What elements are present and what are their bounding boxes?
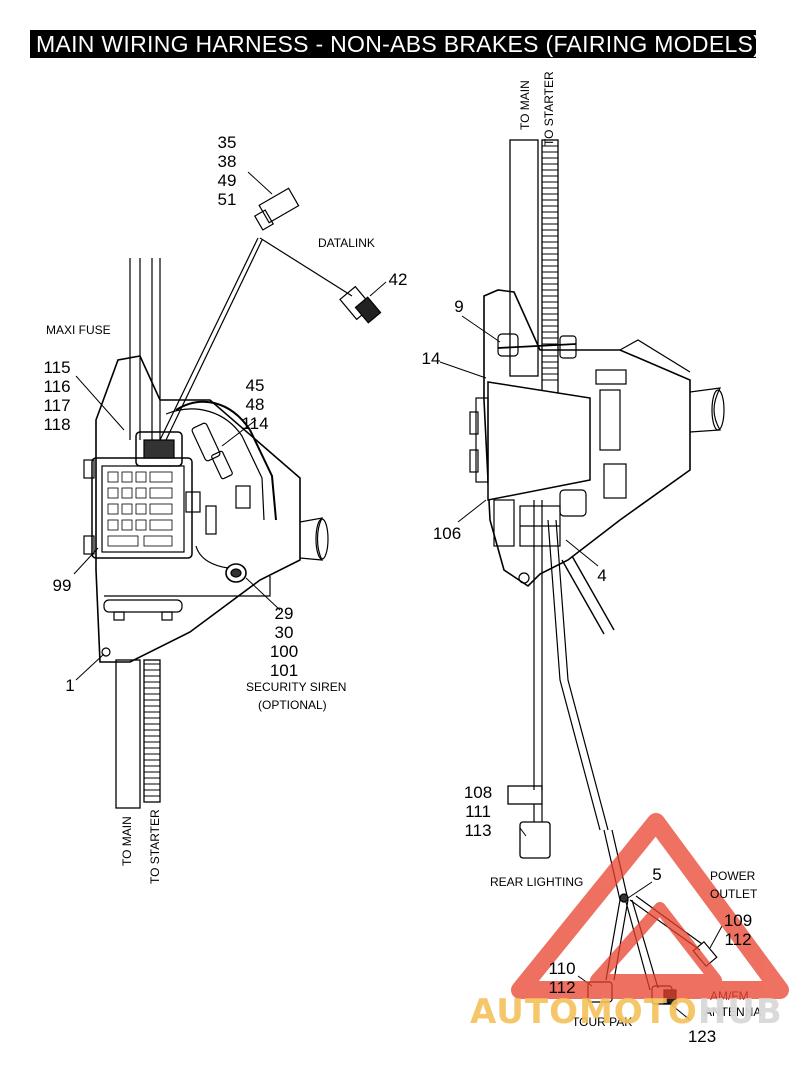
callout-99-num: 99 xyxy=(52,576,72,595)
callout-114-num: 114 xyxy=(241,414,269,433)
callout-1: 1 xyxy=(62,676,78,695)
callout-115: 115 116 117 118 xyxy=(40,358,74,434)
right-loom-hatch xyxy=(542,145,558,381)
callout-1-num: 1 xyxy=(65,676,75,695)
watermark-part1: AUTOMOTO xyxy=(470,992,698,1032)
callout-5: 5 xyxy=(648,865,666,884)
callout-42-num: 42 xyxy=(388,270,408,289)
watermark-part2: HUB xyxy=(697,992,783,1032)
outlet-label: OUTLET xyxy=(710,887,758,901)
watermark-text: AUTOMOTOHUB xyxy=(470,992,783,1032)
callout-4-num: 4 xyxy=(597,566,607,585)
callout-42: 42 xyxy=(386,270,410,289)
callout-14: 14 xyxy=(418,349,444,368)
antenna-label: ANTENNA xyxy=(704,1005,762,1019)
to-main-bottom-label: TO MAIN xyxy=(120,816,134,866)
security-siren-label: SECURITY SIREN xyxy=(246,680,347,694)
callout-113-num: 113 xyxy=(464,821,492,840)
callout-112b-num: 112 xyxy=(548,978,576,997)
left-leader-lines xyxy=(73,171,387,681)
callout-100-num: 100 xyxy=(269,642,299,661)
callout-111-num: 111 xyxy=(465,802,491,821)
callout-49-num: 49 xyxy=(217,171,237,190)
left-loom-hatch xyxy=(144,663,160,797)
callout-99: 99 xyxy=(50,576,74,595)
left-harness-assembly xyxy=(83,187,382,809)
callout-14-num: 14 xyxy=(421,349,441,368)
callout-110-num: 110 xyxy=(548,959,576,978)
callout-35-num: 35 xyxy=(217,133,237,152)
callout-9: 9 xyxy=(450,297,468,316)
power-label: POWER xyxy=(710,869,756,883)
datalink-label: DATALINK xyxy=(318,236,375,250)
callout-109-num: 109 xyxy=(723,911,753,930)
callout-123: 123 xyxy=(684,1027,720,1046)
right-harness-assembly xyxy=(469,139,725,1005)
left-corrugated-loom xyxy=(143,659,161,803)
callout-123-num: 123 xyxy=(687,1027,717,1046)
callout-116-num: 116 xyxy=(43,377,71,396)
optional-label: (OPTIONAL) xyxy=(258,698,327,712)
page-title: MAIN WIRING HARNESS - NON-ABS BRAKES (FA… xyxy=(30,30,761,58)
callout-5-num: 5 xyxy=(652,865,662,884)
maxi-fuse-label: MAXI FUSE xyxy=(46,323,111,337)
tour-pak-label: TOUR PAK xyxy=(572,1015,633,1029)
callout-30-num: 30 xyxy=(274,623,294,642)
callout-106: 106 xyxy=(430,524,464,543)
callout-45-num: 45 xyxy=(245,376,265,395)
callout-35: 35 38 49 51 xyxy=(214,133,240,209)
callout-4: 4 xyxy=(594,566,610,585)
callout-110: 110 112 xyxy=(544,959,580,997)
to-starter-bottom-label: TO STARTER xyxy=(148,809,162,884)
callout-45: 45 48 114 xyxy=(238,376,272,433)
callout-106-num: 106 xyxy=(432,524,462,543)
callout-109: 109 112 xyxy=(720,911,756,949)
callout-108-num: 108 xyxy=(463,783,493,802)
callout-9-num: 9 xyxy=(454,297,464,316)
callout-117-num: 117 xyxy=(43,396,71,415)
callout-101-num: 101 xyxy=(269,661,299,680)
amfm-label: AM/FM xyxy=(710,989,749,1003)
callout-108: 108 111 113 xyxy=(460,783,496,840)
callout-38-num: 38 xyxy=(217,152,237,171)
to-starter-top-label: TO STARTER xyxy=(542,71,556,146)
rear-lighting-label: REAR LIGHTING xyxy=(490,875,584,889)
callout-29-num: 29 xyxy=(274,604,294,623)
callout-48-num: 48 xyxy=(245,395,265,414)
watermark-logo xyxy=(511,813,789,999)
to-main-top-label: TO MAIN xyxy=(518,80,532,130)
callout-118-num: 118 xyxy=(43,415,71,434)
callout-51-num: 51 xyxy=(217,190,237,209)
callout-112-num: 112 xyxy=(724,930,752,949)
callout-115-num: 115 xyxy=(43,358,71,377)
callout-29: 29 30 100 101 xyxy=(266,604,302,680)
